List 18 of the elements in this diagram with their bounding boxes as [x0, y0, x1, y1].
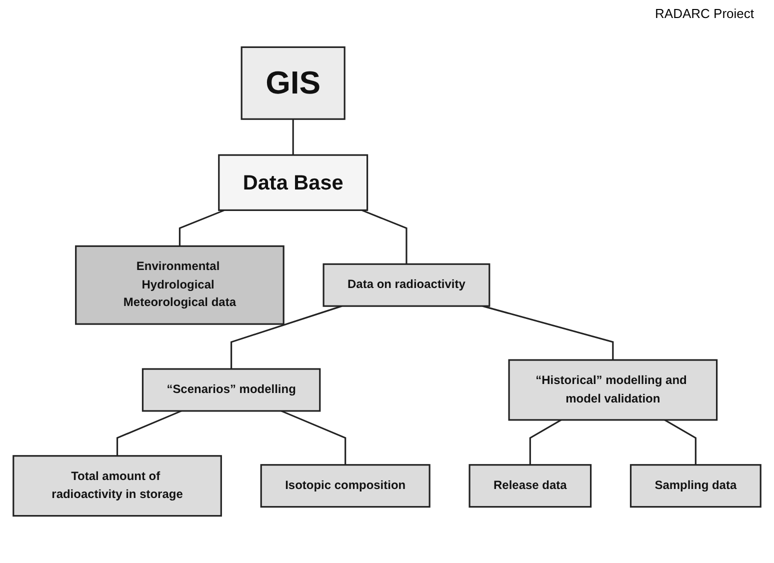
- node-box: Total amount of radioactivity in storage: [12, 455, 222, 517]
- connector: [361, 209, 408, 264]
- connector: [482, 305, 614, 360]
- node-box: Sampling data: [630, 464, 762, 508]
- node-box: GIS: [240, 46, 346, 120]
- node-box: Release data: [468, 464, 592, 508]
- connector: [230, 305, 342, 369]
- node-box: Data Base: [218, 154, 368, 211]
- node-box: Data on radioactivity: [322, 263, 490, 307]
- connector: [280, 410, 346, 465]
- node-box: “Historical” modelling and model validation: [508, 359, 718, 421]
- connector: [292, 119, 294, 156]
- note-text: RADARC Proiect: [655, 6, 754, 21]
- node-box: Isotopic composition: [260, 464, 430, 508]
- node-box: Environmental Hydrological Meteorological data: [75, 245, 284, 325]
- connector: [116, 410, 182, 456]
- node-box: “Scenarios” modelling: [142, 368, 321, 412]
- connector: [178, 209, 225, 246]
